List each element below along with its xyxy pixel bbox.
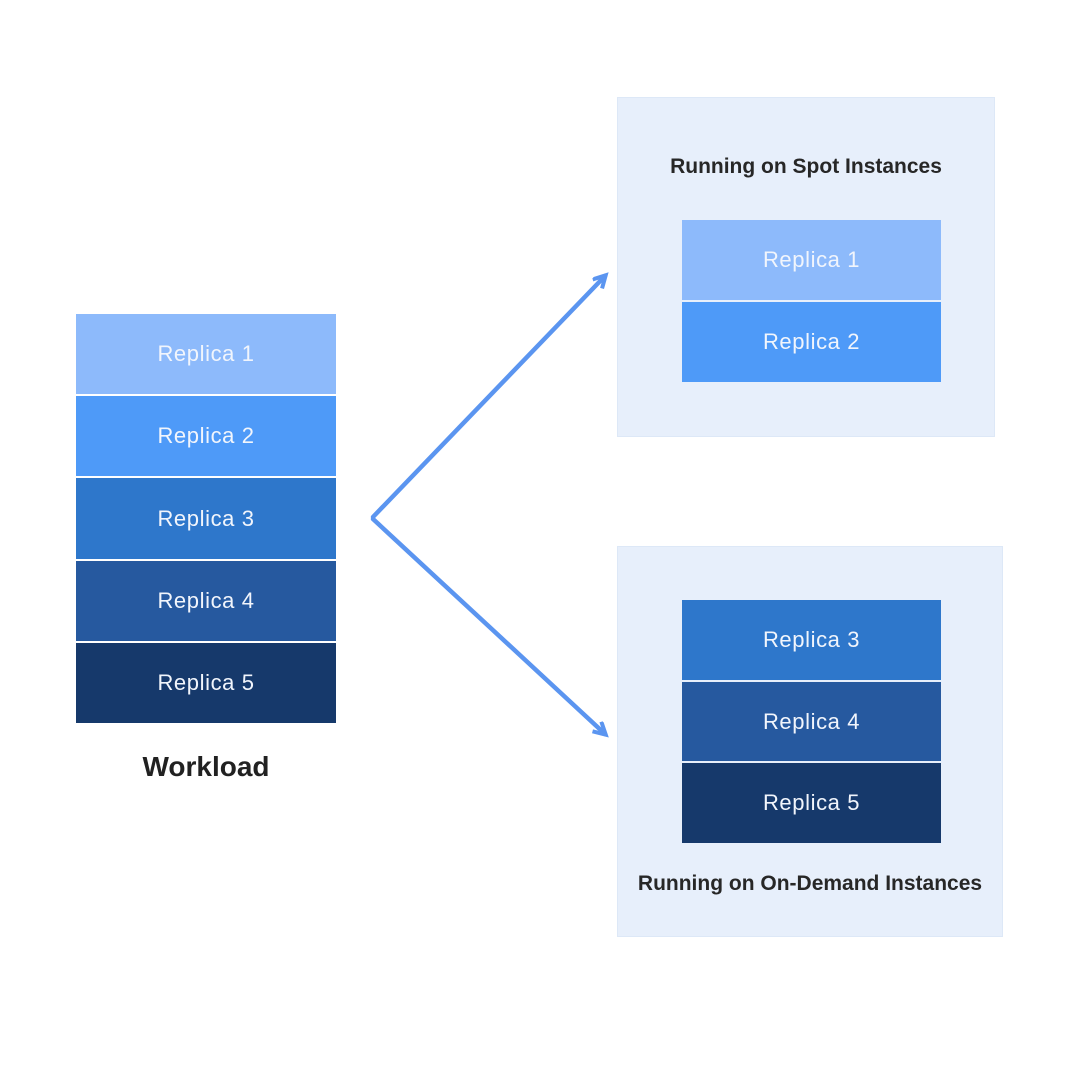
workload-stack: Replica 1 Replica 2 Replica 3 Replica 4 … [76, 314, 336, 724]
on-demand-replica-5-bar: Replica 5 [682, 763, 941, 844]
workload-replica-5-bar: Replica 5 [76, 642, 336, 724]
workload-replica-3-bar: Replica 3 [76, 478, 336, 559]
on-demand-panel-title: Running on On-Demand Instances [637, 872, 983, 895]
on-demand-replica-3-bar: Replica 3 [682, 600, 941, 680]
spot-replica-1-bar: Replica 1 [682, 220, 941, 300]
on-demand-replica-4-bar: Replica 4 [682, 681, 941, 762]
arrow-to-spot [370, 276, 605, 520]
workload-replica-1-bar: Replica 1 [76, 314, 336, 395]
spot-panel-bars: Replica 1 Replica 2 [682, 220, 941, 382]
on-demand-panel-bars: Replica 3 Replica 4 Replica 5 [682, 600, 941, 844]
workload-replica-2-bar: Replica 2 [76, 396, 336, 477]
spot-replica-2-bar: Replica 2 [682, 302, 941, 382]
workload-replica-4-bar: Replica 4 [76, 560, 336, 641]
on-demand-instances-panel: Replica 3 Replica 4 Replica 5 Running on… [617, 546, 1003, 937]
workload-label: Workload [142, 751, 270, 782]
spot-panel-title: Running on Spot Instances [670, 155, 942, 178]
spot-instances-panel: Running on Spot Instances Replica 1 Repl… [617, 97, 995, 437]
arrow-to-on-demand [370, 516, 605, 734]
